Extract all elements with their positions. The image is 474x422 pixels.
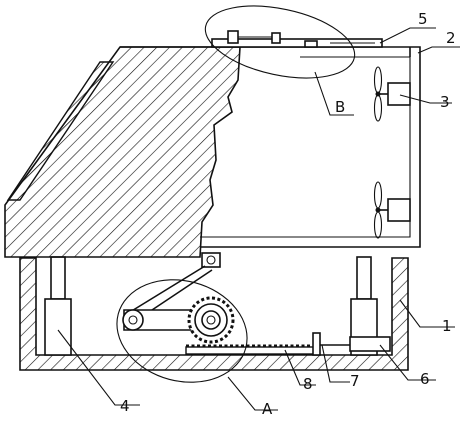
label-8: 8 [303,375,313,393]
push-plate [312,332,350,356]
label-7: 7 [350,372,360,390]
label-a: A [262,400,273,418]
drive-cylinder [349,336,391,352]
label-6: 6 [420,370,430,388]
label-b: B [335,98,345,116]
top-rail [211,30,383,48]
hinge [201,252,221,268]
drive-gear [187,296,235,344]
base-housing [19,257,409,371]
leader-lines [57,27,460,411]
label-2: 2 [446,29,456,47]
label-1: 1 [442,317,452,335]
upper-fan [373,66,411,122]
detail-circle-b [204,5,356,79]
label-5: 5 [418,10,428,28]
gear-rack [185,344,315,355]
detail-circle-a [116,279,248,383]
left-support-cylinder [44,256,72,356]
hatched-block [4,46,241,258]
label-3: 3 [440,93,450,111]
label-4: 4 [120,397,130,415]
lower-fan [373,181,411,239]
